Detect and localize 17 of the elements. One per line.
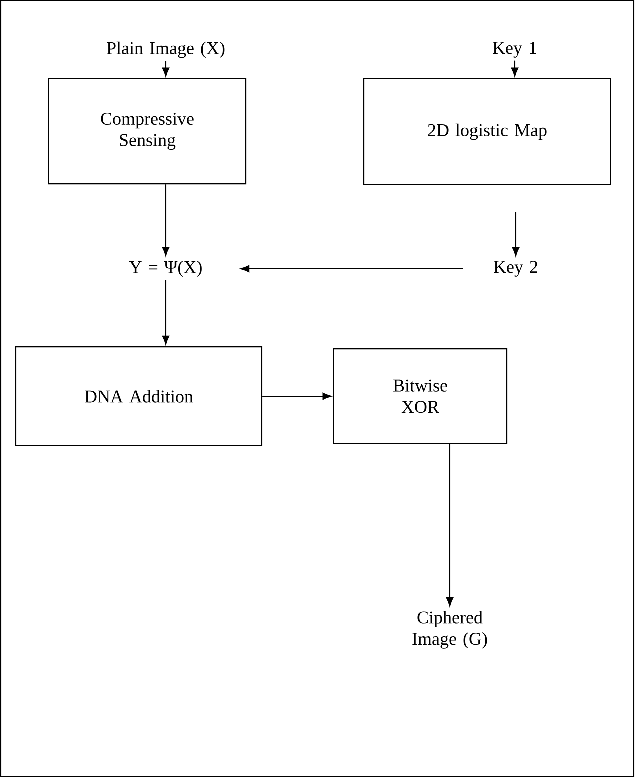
arrow <box>162 61 170 77</box>
process-box: DNA Addition <box>15 346 263 446</box>
arrow <box>162 184 170 256</box>
arrow <box>512 212 520 256</box>
process-box: Compressive Sensing <box>48 78 247 185</box>
process-box: 2D logistic Map <box>364 78 612 186</box>
arrow <box>446 444 454 607</box>
text-label: Key 2 <box>494 261 538 277</box>
arrow <box>262 392 332 400</box>
arrow <box>240 265 464 273</box>
text-label: Ciphered Image (G) <box>412 611 488 649</box>
text-label: Key 1 <box>493 42 536 58</box>
arrow <box>511 60 519 77</box>
process-box: Bitwise XOR <box>333 348 508 444</box>
arrow <box>162 280 170 345</box>
text-label: Plain Image (X) <box>107 42 225 58</box>
text-label: Y = Ψ(X) <box>130 260 202 278</box>
